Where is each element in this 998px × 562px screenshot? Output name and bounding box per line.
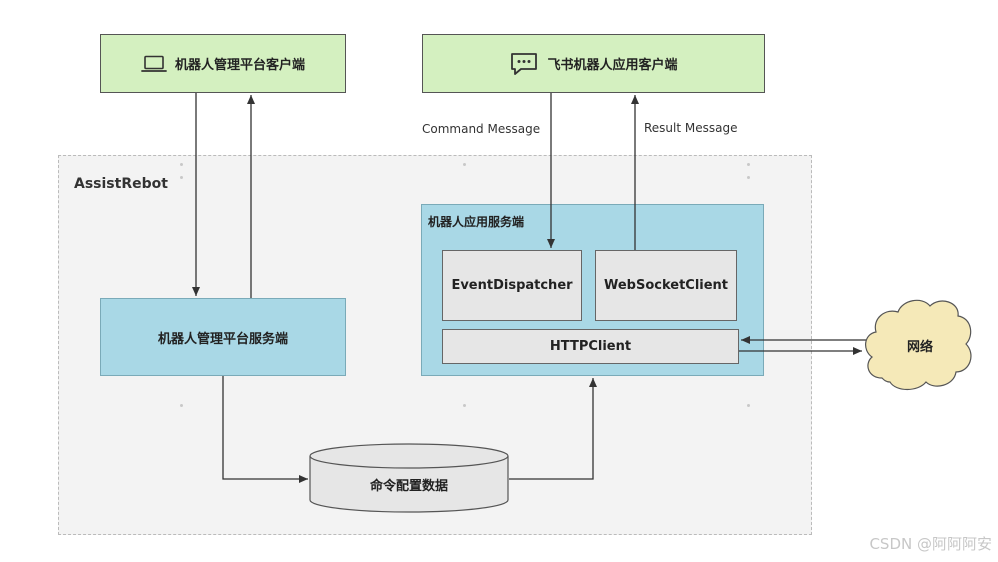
edge-admin-server-to-db bbox=[222, 376, 308, 483]
feishu-client-label: 飞书机器人应用客户端 bbox=[547, 58, 678, 73]
chat-bubble-icon bbox=[509, 51, 539, 77]
admin-client-node: 机器人管理平台客户端 bbox=[100, 34, 346, 93]
grid-dot bbox=[180, 176, 183, 179]
event-dispatcher-node: EventDispatcher bbox=[442, 250, 582, 321]
admin-server-label: 机器人管理平台服务端 bbox=[157, 331, 288, 347]
admin-client-label: 机器人管理平台客户端 bbox=[174, 58, 305, 73]
database-label: 命令配置数据 bbox=[369, 478, 448, 494]
assistrebot-label: AssistRebot bbox=[74, 176, 168, 192]
websocket-client-label: WebSocketClient bbox=[603, 278, 729, 293]
network-cloud bbox=[865, 299, 972, 391]
database-cylinder bbox=[309, 443, 509, 513]
database-node: 命令配置数据 bbox=[310, 468, 508, 500]
feishu-client-node: 飞书机器人应用客户端 bbox=[422, 34, 765, 93]
grid-dot bbox=[747, 176, 750, 179]
grid-dot bbox=[463, 404, 466, 407]
grid-dot bbox=[463, 163, 466, 166]
grid-dot bbox=[747, 163, 750, 166]
event-dispatcher-label: EventDispatcher bbox=[451, 278, 573, 293]
network-label: 网络 bbox=[906, 339, 933, 355]
command-message-label: Command Message bbox=[422, 122, 541, 136]
network-node: 网络 bbox=[880, 330, 960, 360]
watermark: CSDN @阿阿阿安 bbox=[869, 535, 992, 553]
http-client-label: HTTPClient bbox=[549, 339, 632, 354]
http-client-node: HTTPClient bbox=[442, 329, 739, 364]
grid-dot bbox=[747, 404, 750, 407]
app-server-label: 机器人应用服务端 bbox=[428, 215, 525, 229]
laptop-icon bbox=[141, 55, 167, 73]
admin-server-node: 机器人管理平台服务端 bbox=[100, 298, 346, 376]
edge-db-to-app-server bbox=[509, 378, 597, 480]
result-message-label: Result Message bbox=[644, 121, 738, 135]
grid-dot bbox=[180, 404, 183, 407]
grid-dot bbox=[180, 163, 183, 166]
websocket-client-node: WebSocketClient bbox=[595, 250, 737, 321]
